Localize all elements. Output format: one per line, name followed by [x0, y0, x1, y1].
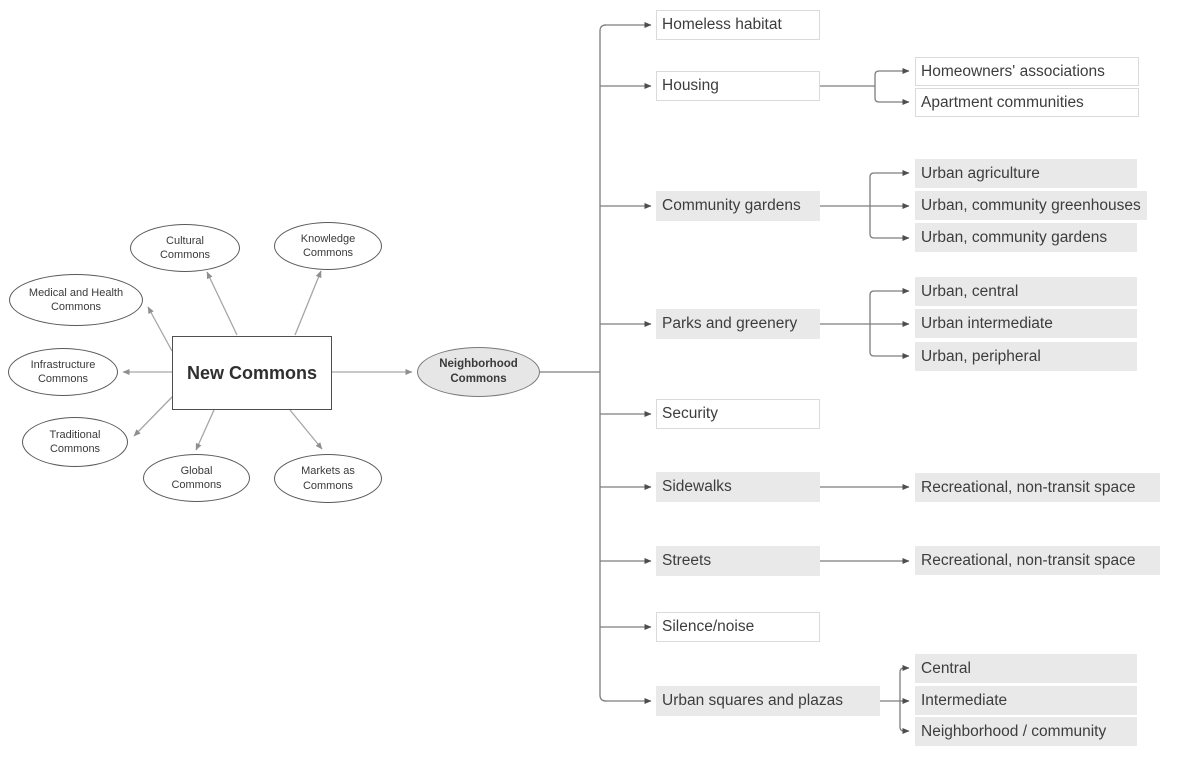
node-parks-and-greenery[interactable]: Parks and greenery — [656, 309, 820, 339]
node-urban-central[interactable]: Urban, central — [915, 277, 1137, 306]
node-infrastructure-commons[interactable]: Infrastructure Commons — [8, 348, 118, 396]
node-urban-community-gardens[interactable]: Urban, community gardens — [915, 223, 1137, 252]
node-intermediate[interactable]: Intermediate — [915, 686, 1137, 715]
node-traditional-commons[interactable]: Traditional Commons — [22, 417, 128, 467]
node-global-commons[interactable]: Global Commons — [143, 454, 250, 502]
node-new-commons[interactable]: New Commons — [172, 336, 332, 410]
node-urban-squares-and-plazas[interactable]: Urban squares and plazas — [656, 686, 880, 716]
node-urban-peripheral[interactable]: Urban, peripheral — [915, 342, 1137, 371]
node-cultural-commons[interactable]: Cultural Commons — [130, 224, 240, 272]
node-urban-intermediate[interactable]: Urban intermediate — [915, 309, 1137, 338]
mindmap-connectors — [122, 270, 413, 451]
node-silence-noise[interactable]: Silence/noise — [656, 612, 820, 642]
node-neighborhood-commons[interactable]: Neighborhood Commons — [417, 347, 540, 397]
node-medical-and-health-commons[interactable]: Medical and Health Commons — [9, 274, 143, 326]
node-sidewalks[interactable]: Sidewalks — [656, 472, 820, 502]
node-knowledge-commons[interactable]: Knowledge Commons — [274, 222, 382, 270]
node-urban-community-greenhouses[interactable]: Urban, community greenhouses — [915, 191, 1147, 220]
node-apartment-communities[interactable]: Apartment communities — [915, 88, 1139, 117]
node-homeless-habitat[interactable]: Homeless habitat — [656, 10, 820, 40]
node-markets-as-commons[interactable]: Markets as Commons — [274, 454, 382, 503]
node-security[interactable]: Security — [656, 399, 820, 429]
tree-connectors — [540, 22, 910, 734]
node-homeowners-associations[interactable]: Homeowners' associations — [915, 57, 1139, 86]
node-streets[interactable]: Streets — [656, 546, 820, 576]
node-community-gardens[interactable]: Community gardens — [656, 191, 820, 221]
node-recreational-non-transit-space-streets[interactable]: Recreational, non-transit space — [915, 546, 1160, 575]
node-housing[interactable]: Housing — [656, 71, 820, 101]
node-central[interactable]: Central — [915, 654, 1137, 683]
node-recreational-non-transit-space-sidewalks[interactable]: Recreational, non-transit space — [915, 473, 1160, 502]
node-urban-agriculture[interactable]: Urban agriculture — [915, 159, 1137, 188]
node-neighborhood-community[interactable]: Neighborhood / community — [915, 717, 1137, 746]
